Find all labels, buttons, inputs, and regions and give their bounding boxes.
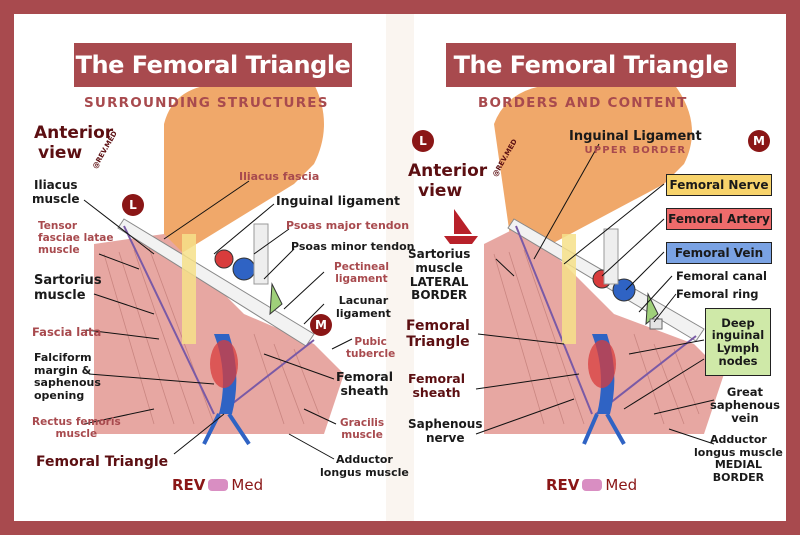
left-lateral-marker: L [122,194,144,216]
right-logo: REV Med [546,476,638,494]
sartorius-border [515,225,593,415]
left-title: The Femoral Triangle [74,43,352,87]
thigh-muscles [484,224,724,434]
abdomen-skin [494,84,692,264]
left-logo: REV Med [172,476,264,494]
label-femoral-triangle: Femoral Triangle [36,454,169,470]
right-title: The Femoral Triangle [446,43,736,87]
femoral-nerve [562,234,576,344]
label-psoas-major-tendon: Psoas major tendon [286,219,410,232]
left-panel: The Femoral Triangle SURROUNDING STRUCTU… [14,14,414,521]
femoral-vein-section [232,257,256,281]
right-panel: The Femoral Triangle BORDERS AND CONTENT… [406,14,786,521]
logo-car-icon [582,479,603,491]
logo-car-icon [208,479,229,491]
label-inguinal-ligament: Inguinal ligament [276,193,400,208]
femoral-artery-section [214,249,234,269]
muscle-fibers [103,247,320,425]
right-lateral-marker: L [412,130,434,152]
sailboat-sail [454,209,472,234]
muscle-fibers [493,249,700,425]
femoral-artery-highlight [210,340,238,388]
vein-branches [202,412,251,446]
right-illustration [444,84,724,445]
left-medial-marker: M [310,314,332,336]
abdomen-skin [164,84,324,264]
psoas-tendon [603,228,619,285]
label-psoas-minor-tendon: Psoas minor tendon [291,240,415,253]
femoral-artery-highlight [588,340,616,388]
vein-branches [582,413,626,445]
label-iliacus-fascia: Iliacus fascia [239,170,320,183]
adductor-border [218,339,315,415]
left-subtitle: SURROUNDING STRUCTURES [84,95,329,111]
lymph-node [269,282,283,316]
pointer-lines [475,143,715,445]
label-inguinal-ligament: Inguinal Ligament UPPER BORDER [569,129,702,156]
adductor-border [595,335,697,415]
sailboat-hull [444,236,478,244]
femoral-canal [649,318,663,330]
label-femoral-ring: Femoral ring [676,287,759,301]
psoas-tendon [253,223,269,285]
right-medial-marker: M [748,130,770,152]
label-femoral-canal: Femoral canal [676,269,767,283]
pointer-lines [83,180,353,460]
box-femoral-vein: Femoral Vein [666,242,772,264]
femoral-nerve [182,234,196,344]
box-femoral-nerve: Femoral Nerve [666,174,772,196]
label-fascia-lata: Fascia lata [32,325,102,339]
left-illustration [83,84,353,460]
box-femoral-artery: Femoral Artery [666,208,772,230]
right-subtitle: BORDERS AND CONTENT [478,95,688,111]
